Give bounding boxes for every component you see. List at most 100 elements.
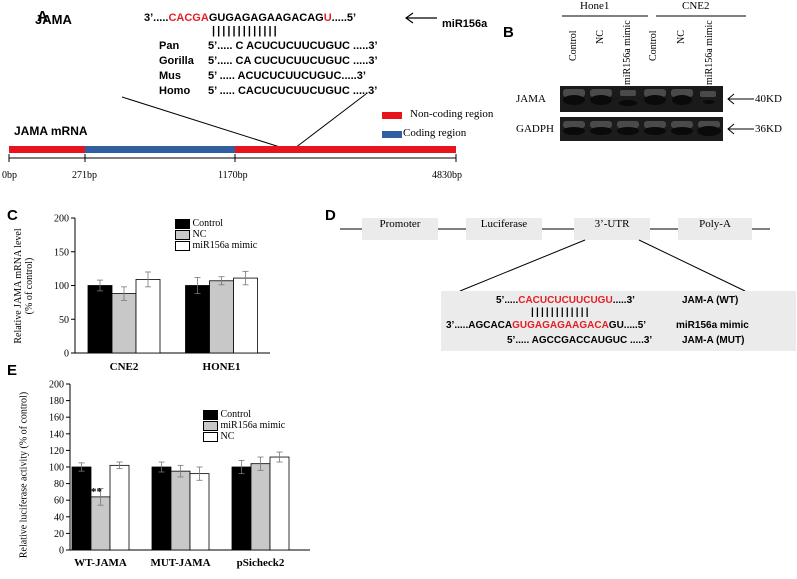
chart-e-bar	[231, 466, 252, 551]
sequence-panel	[441, 291, 796, 351]
chart-e-bar	[189, 473, 210, 551]
position-4830bp: 4830bp	[432, 170, 462, 181]
legend-e-swatch-nc	[203, 431, 218, 442]
zoom-line-d-right	[638, 239, 746, 292]
position-0bp: 0bp	[2, 170, 17, 181]
seq-mimic-tag: miR156a mimic	[676, 320, 749, 331]
mirna-middle: GUGAGAGAAGACAG	[208, 12, 324, 24]
coding-segment	[85, 146, 235, 153]
box-luciferase	[466, 218, 542, 240]
blot-row-jama: JAMA	[516, 93, 546, 105]
species-name-gorilla: Gorilla	[159, 55, 194, 67]
lane-label-6: miR156a mimic	[704, 20, 715, 85]
chart-e-legend: Control miR156a mimic NC	[203, 409, 285, 442]
mirna-arrow-label: miR156a	[442, 18, 488, 30]
group-hone1: Hone1	[580, 0, 610, 12]
mirna-red-segment-1: CACGA	[168, 12, 209, 24]
species-seq-homo: 5’ ..... CACUCUCUUCUGUC .....3’	[208, 85, 378, 97]
group-cne2: CNE2	[682, 0, 710, 12]
chart-e-category-label: MUT-JAMA	[150, 557, 210, 569]
noncoding-5utr-segment	[9, 146, 85, 153]
box-label-promoter: Promoter	[379, 218, 421, 230]
panel-a-label: A	[37, 8, 48, 25]
position-271bp: 271bp	[72, 170, 97, 181]
chart-c-category-label: HONE1	[203, 361, 241, 370]
blot-strip-jama	[560, 86, 723, 112]
chart-e-ytick-label: 0	[59, 546, 64, 557]
jama-gene-label: JAMA	[35, 12, 72, 27]
legend-c-nc: NC	[192, 229, 207, 240]
chart-e-bar	[269, 456, 290, 551]
chart-e-ytick-label: 20	[54, 529, 64, 540]
panel-d-label: D	[325, 207, 336, 224]
legend-e-mimic: miR156a mimic	[220, 420, 286, 431]
legend-swatch-coding	[382, 131, 402, 138]
legend-c-swatch-control	[175, 218, 190, 229]
panel-c-ylabel-line2: (% of control)	[24, 257, 35, 315]
box-label-luciferase: Luciferase	[480, 218, 528, 230]
seq-wt: 5’.....CACUCUCUUCUGU.....3’	[496, 295, 635, 306]
species-seq-pan: 5’..... C ACUCUCUUCUGUC .....3’	[208, 40, 378, 52]
chart-e-bar	[71, 466, 92, 551]
chart-e-category-label: pSicheck2	[237, 557, 285, 569]
mirna-suffix: .....5’	[331, 12, 357, 24]
legend-c-control: Control	[192, 218, 224, 229]
chart-c-legend: Control NC miR156a mimic	[175, 218, 257, 251]
mirna-red-segment-2: U	[323, 12, 332, 24]
pairing-bars: | | | | | | | | | | | | |	[212, 25, 277, 37]
box-promoter	[362, 218, 438, 240]
chart-c-bar	[135, 279, 161, 354]
chart-c-bar	[209, 280, 234, 354]
chart-e-ytick-label: 60	[54, 496, 64, 507]
construct-diagram	[340, 218, 770, 292]
legend-e-control: Control	[220, 409, 252, 420]
zoom-line-right	[294, 93, 367, 149]
panel-c-ylabel-line1: Relative JAMA mRNA level	[13, 228, 24, 344]
blot-strip-gadph	[560, 117, 723, 141]
lane-label-1: Control	[568, 30, 579, 61]
arrow-left-icon	[404, 12, 437, 24]
chart-e-ytick-label: 40	[54, 512, 64, 523]
panel-c-label: C	[7, 207, 18, 224]
chart-e-bar	[250, 463, 271, 551]
chart-e-ytick-label: 200	[49, 380, 64, 391]
chart-e-ytick-label: 140	[49, 429, 64, 440]
chart-c-ytick-label: 50	[59, 315, 69, 326]
chart-c-bar	[233, 277, 258, 354]
size-40kd: 40KD	[755, 93, 782, 105]
panel-e-ylabel-wrap: Relative luciferase activity (% of contr…	[10, 390, 38, 560]
size-arrow-40kd-icon	[727, 93, 754, 105]
seq-mimic-prefix: 3’.....AGCACA	[446, 320, 513, 331]
species-seq-mus: 5’ ..... ACUCUCUUCUGUC.....3’	[208, 70, 366, 82]
chart-e-category-label: WT-JAMA	[74, 557, 127, 569]
seq-mimic-red: GUGAGAGAAGACA	[512, 320, 609, 331]
seq-mut: 5’..... AGCCGACCAUGUC .....3’	[507, 335, 653, 346]
legend-e-swatch-control	[203, 409, 218, 420]
chart-e-ytick-label: 120	[49, 446, 64, 457]
lane-label-4: Control	[648, 30, 659, 61]
position-1170bp: 1170bp	[218, 170, 248, 181]
mirna-prefix: 3’.....	[144, 12, 169, 24]
panel-e-label: E	[7, 362, 18, 379]
species-name-pan: Pan	[159, 40, 180, 52]
size-36kd: 36KD	[755, 123, 782, 135]
chart-e-bar	[151, 466, 172, 551]
seq-mut-tag: JAM-A (MUT)	[682, 335, 745, 346]
lane-label-5: NC	[676, 30, 687, 44]
seq-wt-suffix: .....3’	[612, 295, 635, 306]
panel-c-ylabel: Relative JAMA mRNA level (% of control)	[13, 228, 35, 343]
box-polya	[678, 218, 752, 240]
mirna-sequence: 3’.....CACGAGUGAGAGAAGACAGU.....5’	[144, 12, 356, 24]
legend-label-coding: Coding region	[403, 127, 467, 139]
species-name-homo: Homo	[159, 85, 191, 97]
legend-c-swatch-mimic	[175, 240, 190, 251]
panel-e-ylabel: Relative luciferase activity (% of contr…	[18, 391, 30, 559]
box-3utr	[574, 218, 650, 240]
zoom-line-d-left	[459, 239, 586, 292]
seq-mimic: 3’.....AGCACAGUGAGAGAAGACAGU.....5’	[446, 320, 646, 331]
seq-pairing-bars: | | | | | | | | | | | |	[531, 307, 589, 318]
chart-e-ytick-label: 160	[49, 413, 64, 424]
